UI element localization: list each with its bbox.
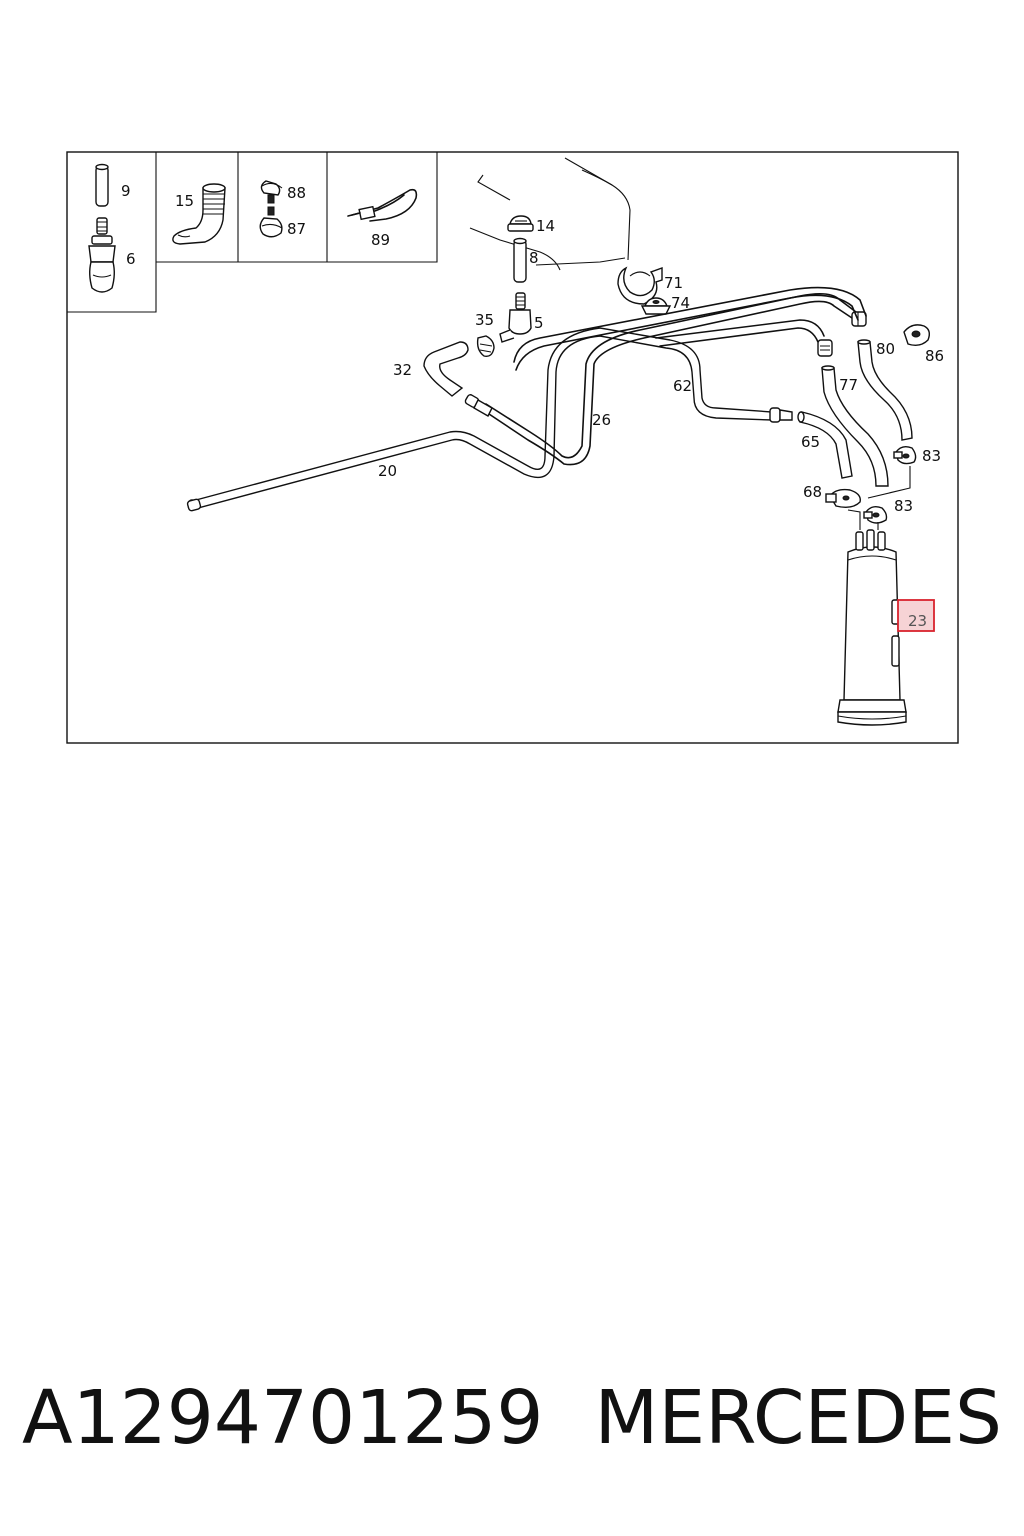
part-68-clamp — [825, 488, 861, 509]
callout-15: 15 — [175, 192, 194, 210]
callout-83-lower: 83 — [894, 497, 913, 515]
part-35-clamp — [476, 335, 495, 358]
part-80-hose — [857, 339, 913, 441]
diagram-frame — [66, 151, 959, 744]
callout-86: 86 — [925, 347, 944, 365]
part-15-bellows-hose — [172, 183, 226, 245]
part-26-fuel-line — [464, 292, 867, 466]
part-32-elbow-hose — [423, 341, 469, 397]
part-9-tube — [95, 163, 109, 207]
callout-88: 88 — [287, 184, 306, 202]
inset-boxes — [67, 152, 438, 313]
part-87-clip — [259, 206, 283, 238]
part-8-tube — [513, 237, 527, 283]
part-5-valve — [499, 292, 532, 343]
callout-83-upper: 83 — [922, 447, 941, 465]
part-83-clamp-lower — [863, 505, 888, 524]
callout-labels: 9 6 15 88 87 89 14 8 71 74 35 5 32 80 86… — [121, 182, 944, 630]
part-23-canister — [837, 529, 907, 726]
callout-74: 74 — [671, 294, 690, 312]
callout-9: 9 — [121, 182, 131, 200]
part-71-clamp — [617, 266, 663, 305]
guide-lines — [847, 466, 911, 530]
part-83-clamp-upper — [893, 445, 917, 465]
callout-65: 65 — [801, 433, 820, 451]
callout-20: 20 — [378, 462, 397, 480]
part-14-clip — [507, 215, 534, 232]
part-77-hose — [821, 365, 889, 487]
callout-14: 14 — [536, 217, 555, 235]
fuel-tank-outline — [469, 157, 631, 271]
part-88-clip — [260, 180, 283, 204]
part-6-valve — [88, 217, 116, 293]
callout-23: 23 — [908, 612, 927, 630]
callout-6: 6 — [126, 250, 136, 268]
footer: A1294701259 MERCEDES — [0, 1368, 1024, 1478]
callout-87: 87 — [287, 220, 306, 238]
part-65-hose — [797, 411, 853, 479]
callout-77: 77 — [839, 376, 858, 394]
callout-26: 26 — [592, 411, 611, 429]
callout-8: 8 — [529, 249, 539, 267]
part-86-grommet — [903, 324, 931, 347]
highlight-box-23 — [897, 599, 935, 632]
callout-68: 68 — [803, 483, 822, 501]
part-number: A1294701259 — [22, 1375, 544, 1461]
callout-5: 5 — [534, 314, 544, 332]
callout-89: 89 — [371, 231, 390, 249]
callout-71: 71 — [664, 274, 683, 292]
callout-62: 62 — [673, 377, 692, 395]
callout-32: 32 — [393, 361, 412, 379]
part-74-grommet — [640, 297, 672, 315]
part-89-cable-tie — [347, 188, 418, 222]
parts-diagram: 9 6 15 88 87 89 14 8 71 74 35 5 32 80 86… — [66, 151, 959, 744]
callout-80: 80 — [876, 340, 895, 358]
callout-35: 35 — [475, 311, 494, 329]
parts-diagram-svg: 9 6 15 88 87 89 14 8 71 74 35 5 32 80 86… — [66, 151, 959, 744]
brand-name: MERCEDES — [594, 1375, 1002, 1461]
part-20-fuel-line — [186, 327, 773, 512]
part-62-fuel-line — [513, 286, 867, 423]
